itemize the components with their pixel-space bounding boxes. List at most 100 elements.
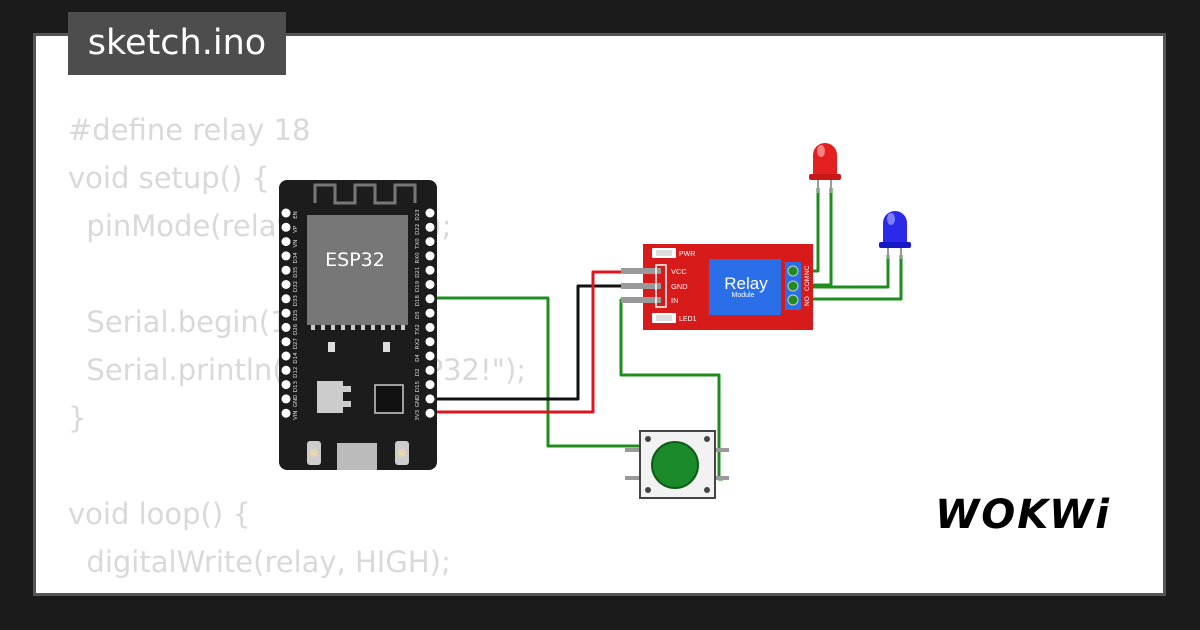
esp32-pin-vin[interactable] bbox=[281, 408, 291, 418]
circuit-diagram[interactable]: ESP32 ENVPVND34D35D32D33D25D26D27D14D12D… bbox=[36, 36, 1166, 596]
esp32-pin-label: D12 bbox=[293, 367, 299, 378]
esp32-pin-d34[interactable] bbox=[281, 251, 291, 261]
esp32-pin-label: D33 bbox=[293, 295, 299, 307]
esp32-pin-label: RX0 bbox=[415, 252, 421, 264]
terminal-no-label: NO bbox=[804, 296, 811, 306]
esp32-pin-label: D2 bbox=[415, 368, 421, 376]
esp32-pin-label: D14 bbox=[293, 352, 299, 364]
terminal-nc[interactable] bbox=[787, 294, 799, 306]
voltage-regulator bbox=[317, 381, 343, 413]
file-tab-sketch[interactable]: sketch.ino bbox=[68, 12, 286, 75]
esp32-pin-d27[interactable] bbox=[281, 337, 291, 347]
esp32-pin-d22[interactable] bbox=[425, 222, 435, 232]
esp32-pin-vn[interactable] bbox=[281, 237, 291, 247]
esp32-pin-label: D5 bbox=[415, 311, 421, 319]
esp32-pin-tx0[interactable] bbox=[425, 237, 435, 247]
esp32-pin-label: D27 bbox=[293, 338, 299, 350]
esp32-pin-d15[interactable] bbox=[425, 380, 435, 390]
red-led[interactable] bbox=[809, 143, 841, 193]
esp32-pin-rx0[interactable] bbox=[425, 251, 435, 261]
esp32-pin-gnd[interactable] bbox=[281, 394, 291, 404]
esp32-pin-label: 3V3 bbox=[415, 409, 421, 420]
blue-led[interactable] bbox=[879, 211, 911, 259]
push-button-cap[interactable] bbox=[651, 441, 699, 489]
wire-gnd-to-relay bbox=[431, 284, 653, 401]
wire-com-to-blue-led bbox=[793, 255, 890, 289]
esp32-pin-label: D13 bbox=[293, 380, 299, 392]
relay-header-pins bbox=[621, 268, 661, 303]
esp32-pin-rx2[interactable] bbox=[425, 337, 435, 347]
terminal-no[interactable] bbox=[787, 265, 799, 277]
esp32-pin-d25[interactable] bbox=[281, 308, 291, 318]
esp32-pin-label: VIN bbox=[293, 410, 299, 420]
esp32-pin-d2[interactable] bbox=[425, 365, 435, 375]
code-line: } bbox=[68, 401, 87, 435]
esp32-pin-d33[interactable] bbox=[281, 294, 291, 304]
code-line: #define relay 18 bbox=[68, 113, 311, 147]
esp32-pin-d23[interactable] bbox=[425, 208, 435, 218]
antenna-trace bbox=[313, 183, 417, 205]
esp32-pin-d12[interactable] bbox=[281, 365, 291, 375]
code-line: void loop() { bbox=[68, 497, 251, 531]
esp32-module bbox=[307, 215, 408, 325]
esp32-pin-label: D15 bbox=[415, 380, 421, 392]
esp32-pin-gnd[interactable] bbox=[425, 394, 435, 404]
code-line: digitalWrite(relay, HIGH); bbox=[68, 545, 451, 579]
esp32-pin-en[interactable] bbox=[281, 208, 291, 218]
terminal-com[interactable] bbox=[787, 280, 799, 292]
relay-title: Relay bbox=[724, 274, 768, 293]
esp32-pin-label: D21 bbox=[415, 267, 421, 278]
usb-chip bbox=[374, 384, 404, 414]
esp32-pin-label: VN bbox=[293, 240, 299, 248]
wokwi-logo: WOKWi bbox=[935, 492, 1111, 538]
esp32-pin-label: D25 bbox=[293, 309, 299, 321]
esp32-pin-label: D35 bbox=[293, 266, 299, 278]
relay-module[interactable]: VCC GND IN PWR LED1 Relay Module NO COM … bbox=[621, 244, 813, 330]
esp32-pin-label: D26 bbox=[293, 323, 299, 335]
code-line: void setup() { bbox=[68, 161, 270, 195]
esp32-pin-label: GND bbox=[293, 395, 299, 408]
wire-nc-to-blue-led bbox=[793, 255, 903, 301]
esp32-pin-d35[interactable] bbox=[281, 265, 291, 275]
esp32-pin-vp[interactable] bbox=[281, 222, 291, 232]
relay-coil-box bbox=[709, 259, 781, 315]
esp32-pin-d19[interactable] bbox=[425, 280, 435, 289]
relay-subtitle: Module bbox=[732, 292, 755, 299]
esp32-pin-tx2[interactable] bbox=[425, 322, 435, 332]
esp32-pin-label: D34 bbox=[293, 252, 299, 264]
esp32-pin-d4[interactable] bbox=[425, 351, 435, 361]
esp32-pin-label: D18 bbox=[415, 295, 421, 307]
esp32-chip-label: ESP32 bbox=[325, 249, 385, 271]
usb-port bbox=[337, 443, 377, 470]
esp32-pin-d14[interactable] bbox=[281, 351, 291, 361]
esp32-pin-d32[interactable] bbox=[281, 280, 291, 289]
esp32-pin-label: D4 bbox=[415, 354, 421, 362]
esp32-pin-label: EN bbox=[293, 211, 299, 219]
esp32-pin-d13[interactable] bbox=[281, 380, 291, 390]
esp32-pin-label: D32 bbox=[293, 281, 299, 292]
esp32-pin-d18[interactable] bbox=[425, 294, 435, 304]
terminal-nc-label: NC bbox=[804, 265, 811, 275]
terminal-com-label: COM bbox=[804, 276, 811, 291]
push-button[interactable] bbox=[625, 430, 729, 499]
esp32-pin-label: TX2 bbox=[415, 324, 421, 336]
esp32-pin-label: D22 bbox=[415, 224, 421, 235]
esp32-board[interactable]: ESP32 ENVPVND34D35D32D33D25D26D27D14D12D… bbox=[279, 180, 437, 470]
esp32-pin-d21[interactable] bbox=[425, 265, 435, 275]
wire-d18-to-button bbox=[431, 296, 643, 448]
relay-pin-vcc: VCC bbox=[671, 267, 687, 276]
esp32-pin-d26[interactable] bbox=[281, 322, 291, 332]
esp32-pin-label: TX0 bbox=[415, 238, 421, 250]
esp32-pin-d5[interactable] bbox=[425, 308, 435, 318]
relay-pin-gnd: GND bbox=[671, 282, 688, 291]
esp32-pin-label: D19 bbox=[415, 280, 421, 292]
led1-label: LED1 bbox=[679, 316, 697, 323]
esp32-pin-3v3[interactable] bbox=[425, 408, 435, 418]
esp32-pin-label: VP bbox=[293, 225, 299, 233]
esp32-pin-label: GND bbox=[415, 395, 421, 408]
pwr-label: PWR bbox=[679, 251, 695, 258]
esp32-pin-label: RX2 bbox=[415, 338, 421, 349]
relay-pin-in: IN bbox=[671, 296, 679, 305]
